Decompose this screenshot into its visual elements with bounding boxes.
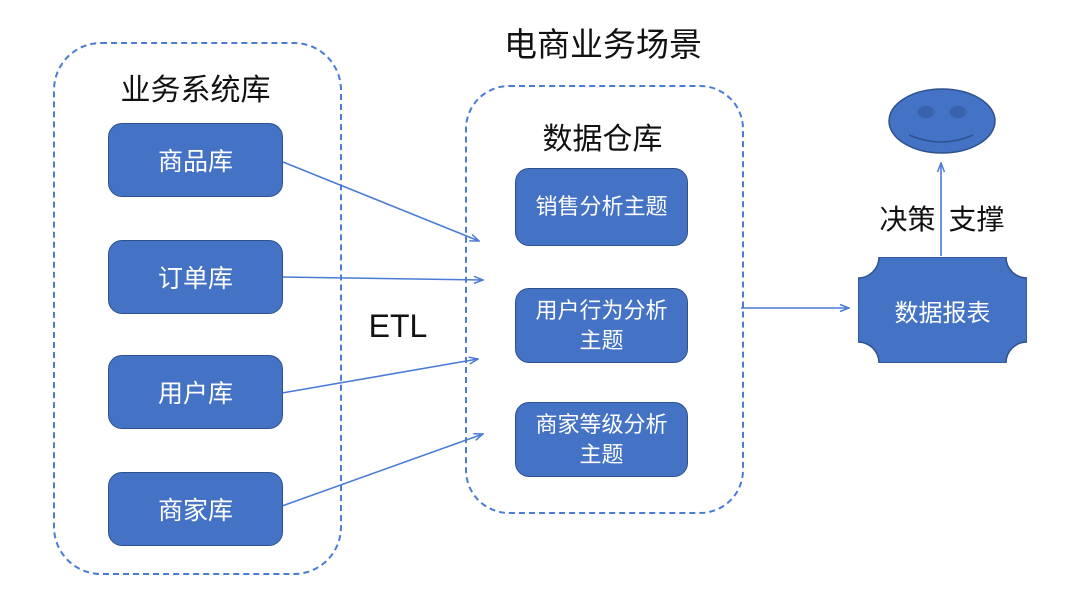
node-user-behavior-topic-label: 用户行为分析主题 xyxy=(535,298,668,353)
decision-support-label-right: 支撑 xyxy=(948,204,1005,235)
decision-support-label-left: 决策 xyxy=(879,204,936,235)
node-sales-analysis-topic: 销售分析主题 xyxy=(515,168,688,246)
node-order-db-label: 订单库 xyxy=(157,265,233,293)
node-user-behavior-topic: 用户行为分析主题 xyxy=(515,288,688,363)
smiley-face-icon xyxy=(888,88,996,154)
report-plaque-shape xyxy=(858,257,1027,363)
decision-support-label: 决策 支撑 xyxy=(842,198,1042,238)
node-merchant-grade-topic-label: 商家等级分析主题 xyxy=(535,412,668,467)
node-product-db-label: 商品库 xyxy=(157,148,233,176)
warehouse-group-label: 数据仓库 xyxy=(542,123,663,156)
node-merchant-db: 商家库 xyxy=(108,472,283,546)
etl-label: ETL xyxy=(368,308,428,344)
warehouse-group-container xyxy=(465,85,744,514)
node-user-db: 用户库 xyxy=(108,355,283,429)
source-group-label: 业务系统库 xyxy=(120,74,271,107)
node-merchant-db-label: 商家库 xyxy=(157,497,233,525)
node-merchant-grade-topic: 商家等级分析主题 xyxy=(515,402,688,477)
source-group-container xyxy=(53,42,342,575)
node-user-db-label: 用户库 xyxy=(157,380,233,408)
diagram-title: 电商业务场景 xyxy=(504,26,702,63)
report-node: 数据报表 xyxy=(858,257,1027,363)
node-order-db: 订单库 xyxy=(108,240,283,314)
node-product-db: 商品库 xyxy=(108,123,283,197)
report-node-label: 数据报表 xyxy=(894,299,991,327)
node-sales-analysis-topic-label: 销售分析主题 xyxy=(535,194,668,220)
